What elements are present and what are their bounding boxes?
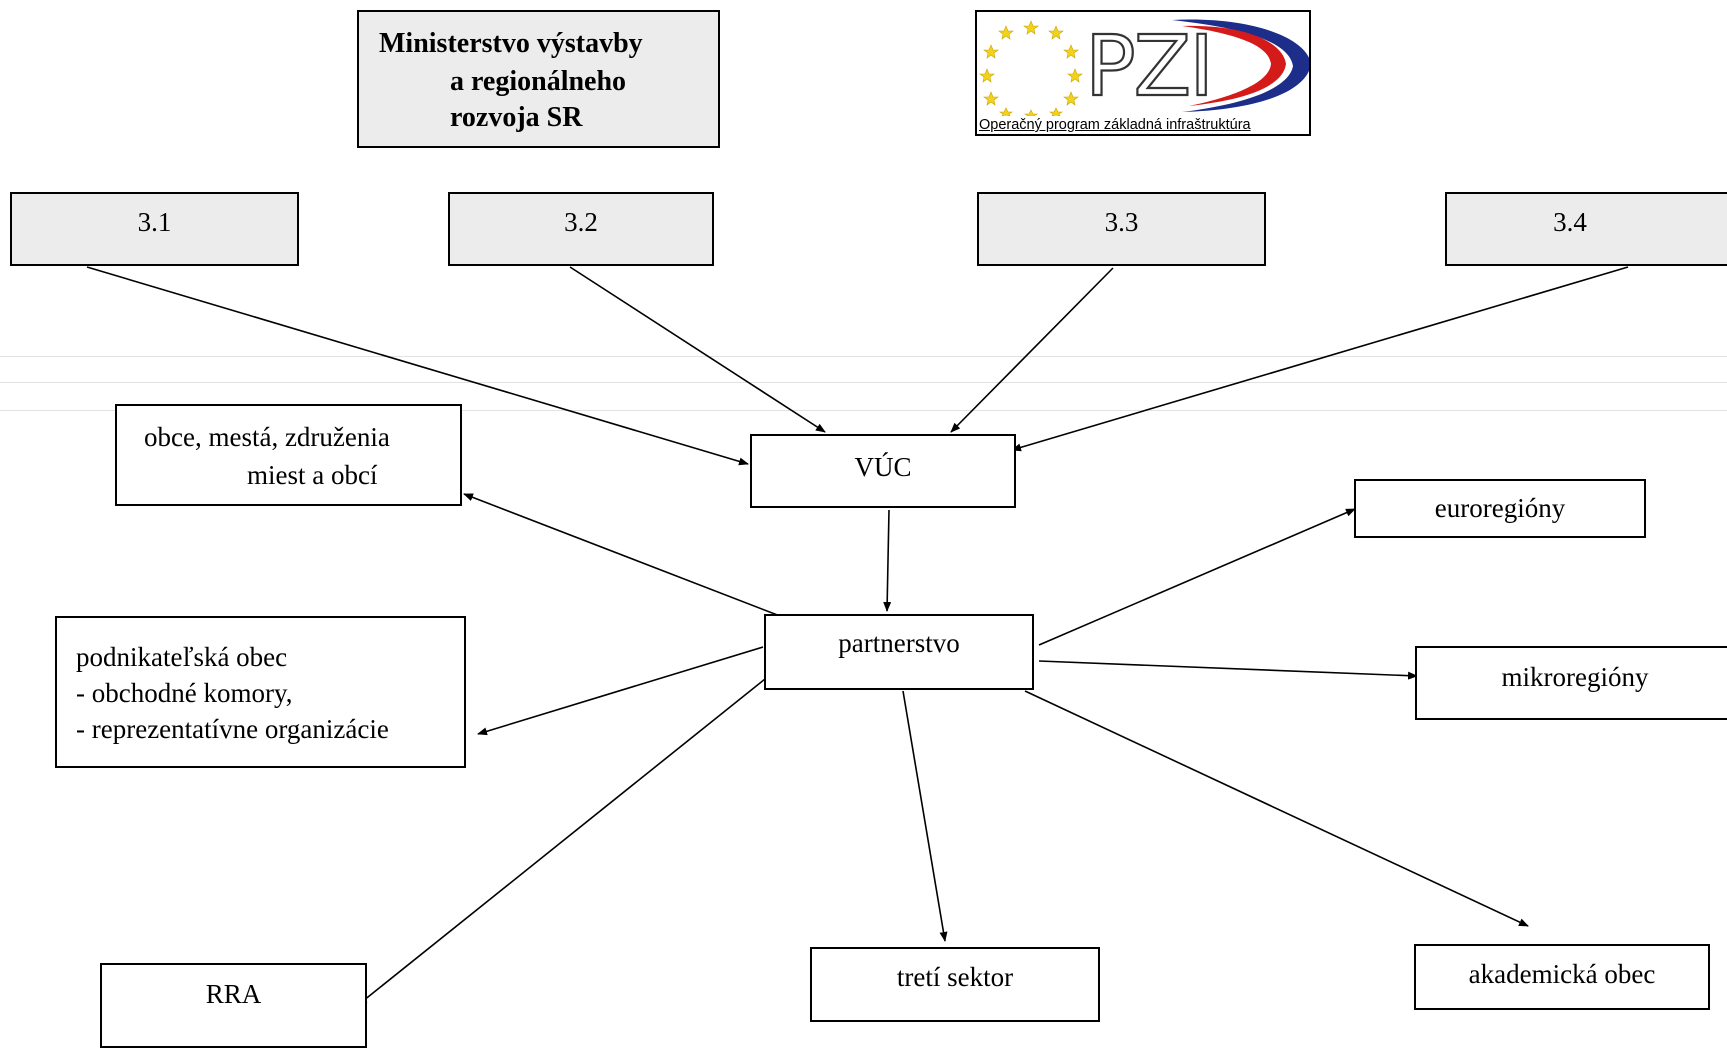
euroregiony-box: euroregióny xyxy=(1354,479,1646,538)
treti-sektor-label: tretí sektor xyxy=(896,961,1014,992)
akademicka-obec-box: akademická obec xyxy=(1414,944,1710,1010)
rra-label: RRA xyxy=(205,978,262,1009)
podnikatel-box: podnikateľská obec - obchodné komory, - … xyxy=(55,616,466,768)
euroregiony-label: euroregióny xyxy=(1434,492,1566,523)
vuc-box: VÚC xyxy=(750,434,1016,508)
arrow-3-1-to-vuc xyxy=(86,266,749,466)
measure-box-3-3: 3.3 xyxy=(977,192,1266,266)
treti-sektor-box: tretí sektor xyxy=(810,947,1100,1022)
mikroregiony-label: mikroregióny xyxy=(1501,662,1649,692)
podnikatel-line-1: podnikateľská obec xyxy=(76,642,288,672)
podnikatel-line-3: - reprezentatívne organizácie xyxy=(76,714,389,744)
ministry-line-2: a regionálneho xyxy=(450,66,627,97)
arrow-vuc-to-partnerstvo xyxy=(883,509,892,612)
arrow-partnerstvo-to-podnikatel xyxy=(477,646,764,736)
arrow-partnerstvo-to-obce xyxy=(463,493,781,617)
measure-box-3-2: 3.2 xyxy=(448,192,714,266)
arrow-3-2-to-vuc xyxy=(569,266,826,433)
arrow-3-3-to-vuc xyxy=(950,267,1114,433)
divider-line-3 xyxy=(0,410,1727,411)
ministry-line-3: rozvoja SR xyxy=(450,102,583,133)
divider-line-1 xyxy=(0,356,1727,357)
partnerstvo-label: partnerstvo xyxy=(838,628,960,658)
podnikatel-line-2: - obchodné komory, xyxy=(76,678,293,708)
akademicka-obec-label: akademická obec xyxy=(1468,959,1656,989)
measure-box-3-1: 3.1 xyxy=(10,192,299,266)
vuc-label: VÚC xyxy=(854,452,912,482)
measure-box-3-4: 3.4 xyxy=(1445,192,1727,266)
arrow-partnerstvo-to-rra xyxy=(357,678,766,1006)
mikroregiony-box: mikroregióny xyxy=(1415,646,1727,720)
ministry-box: Ministerstvo výstavby a regionálneho roz… xyxy=(357,10,720,148)
pzi-logo-caption: Operačný program základná infraštruktúra xyxy=(979,117,1251,133)
arrow-3-4-to-vuc xyxy=(1011,266,1629,452)
obce-box: obce, mestá, združenia miest a obcí xyxy=(115,404,462,506)
ministry-line-1: Ministerstvo výstavby xyxy=(379,28,643,59)
measure-label: 3.2 xyxy=(564,207,598,237)
obce-line-2: miest a obcí xyxy=(247,460,378,490)
pzi-logo-text: PZI xyxy=(1085,17,1212,115)
eu-stars-icon xyxy=(979,20,1083,117)
measure-label: 3.4 xyxy=(1553,207,1587,237)
arrow-partnerstvo-to-akademicka xyxy=(1024,690,1529,927)
arrow-partnerstvo-to-mikroregiony xyxy=(1038,660,1418,680)
rra-box: RRA xyxy=(100,963,367,1048)
pzi-logo: PZI Operačný program základná infraštruk… xyxy=(975,10,1311,136)
measure-label: 3.1 xyxy=(137,207,172,237)
arrow-partnerstvo-to-euroregiony xyxy=(1038,508,1356,646)
partnerstvo-box: partnerstvo xyxy=(764,614,1034,690)
obce-line-1: obce, mestá, združenia xyxy=(144,422,390,452)
measure-label: 3.3 xyxy=(1104,207,1139,237)
pzi-logo-graphic: PZI xyxy=(979,16,1309,117)
divider-line-2 xyxy=(0,382,1727,383)
arrow-partnerstvo-to-treti-sektor xyxy=(902,690,948,942)
